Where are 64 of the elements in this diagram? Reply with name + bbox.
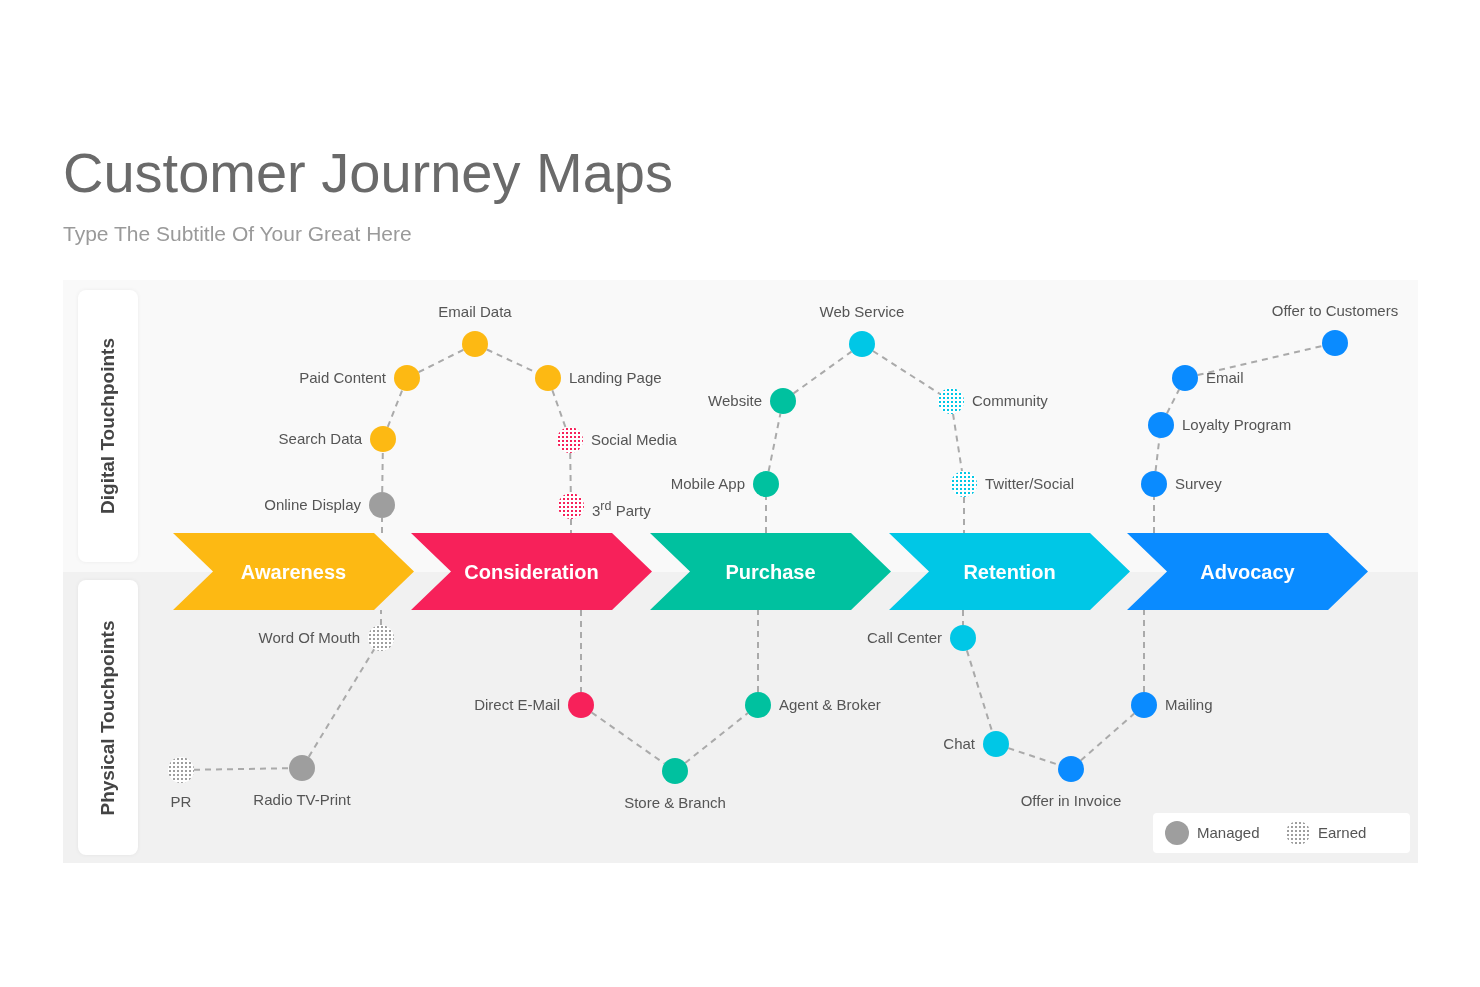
touchpoint-label: Paid Content: [299, 369, 386, 387]
dashed-connector: [963, 496, 965, 534]
stage-label: Purchase: [725, 560, 816, 583]
dashed-connector: [307, 648, 376, 758]
dashed-connector: [767, 412, 782, 473]
touchpoint-label: Twitter/Social: [985, 475, 1075, 493]
touchpoint-label: Website: [708, 392, 762, 410]
touchpoint-label: Search Data: [278, 430, 362, 448]
touchpoint-label: Social Media: [591, 431, 677, 449]
touchpoint-label: Chat: [943, 735, 975, 753]
dashed-connector: [580, 609, 582, 693]
touchpoint-label: Mobile App: [670, 475, 745, 493]
legend-label: Earned: [1318, 824, 1367, 841]
touchpoint-label: Loyalty Program: [1182, 416, 1292, 434]
touchpoint-label: Email Data: [438, 303, 512, 321]
touchpoint-label: Community: [972, 392, 1048, 410]
touchpoint-label: PR: [170, 793, 192, 811]
dashed-connector: [792, 350, 853, 395]
dashed-connector: [381, 517, 383, 534]
touchpoint-label: Survey: [1175, 475, 1222, 493]
touchpoint-label: Offer to Customers: [1271, 302, 1399, 320]
touchpoint-label: Web Service: [819, 303, 905, 321]
touchpoint-label: Offer in Invoice: [1020, 792, 1122, 810]
dashed-connector: [684, 712, 749, 764]
dashed-connector: [386, 389, 404, 428]
touchpoint-label: Online Display: [264, 496, 361, 514]
touchpoint-label: Mailing: [1165, 696, 1213, 714]
dashed-connector: [590, 711, 666, 765]
touchpoint-label: Email: [1206, 369, 1244, 387]
dashed-connector: [551, 389, 567, 429]
subtitle: Type The Subtitle Of Your Great Here: [63, 222, 412, 246]
dashed-connector: [1079, 712, 1136, 762]
dashed-connector: [380, 609, 382, 626]
tab-label: Digital Touchpoints: [97, 338, 119, 514]
title: Customer Journey Maps: [63, 140, 673, 205]
dashed-connector: [1165, 388, 1181, 415]
touchpoint-label: Landing Page: [569, 369, 662, 387]
dashed-connector: [757, 609, 759, 693]
dashed-connector: [952, 412, 963, 473]
tab-label: Physical Touchpoints: [97, 620, 119, 815]
dashed-connector: [417, 348, 465, 374]
dashed-connector: [765, 496, 767, 534]
touchpoint-label: Word Of Mouth: [258, 629, 360, 647]
stage-label: Awareness: [240, 560, 347, 583]
touchpoint-label: Direct E-Mail: [474, 696, 560, 714]
stage-label: Advocacy: [1200, 560, 1295, 583]
touchpoint-label: Radio TV-Print: [253, 791, 351, 809]
dashed-connector: [871, 350, 942, 395]
legend-label: Managed: [1197, 824, 1260, 841]
stage-label: Consideration: [464, 560, 599, 583]
dashed-connector: [1153, 496, 1155, 534]
dashed-connector: [1143, 609, 1145, 693]
touchpoint-label: Call Center: [866, 629, 942, 647]
dashed-connector: [965, 649, 994, 733]
dashed-connector: [193, 767, 290, 771]
dashed-connector: [962, 609, 964, 626]
touchpoint-label: Store & Branch: [624, 794, 726, 812]
dashed-connector: [570, 518, 572, 534]
touchpoint-label: Agent & Broker: [779, 696, 881, 714]
dashed-connector: [569, 452, 572, 494]
touchpoint-label: 3$^{rd}$ Party: [592, 498, 651, 520]
dashed-connector: [1196, 344, 1324, 377]
stage-label: Retention: [963, 560, 1056, 583]
dashed-connector: [381, 451, 384, 493]
